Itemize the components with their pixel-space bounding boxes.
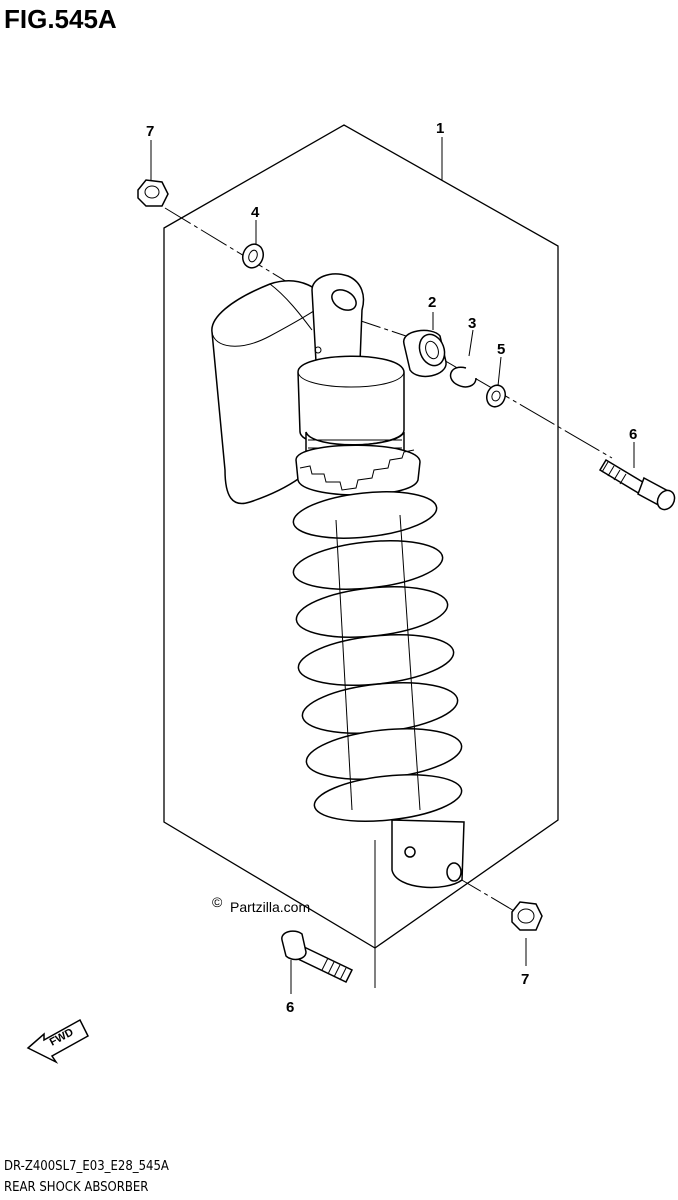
callout-1: 1	[436, 120, 444, 137]
callout-4: 4	[251, 204, 260, 221]
part-6-bolt-lower	[281, 930, 354, 983]
part-7-nut-lower	[511, 901, 543, 931]
shock-top-mount	[311, 273, 365, 363]
forward-arrow: FWD	[26, 1018, 89, 1064]
shock-bottom-mount	[391, 819, 465, 889]
callout-2: 2	[428, 294, 436, 311]
callout-3: 3	[468, 315, 476, 332]
shock-reservoir	[211, 280, 327, 505]
leader-lines	[150, 137, 635, 994]
part-4-washer	[241, 243, 265, 269]
callout-6-upper: 6	[629, 426, 637, 443]
coil-spring	[292, 491, 463, 822]
arrow-left-icon	[26, 1018, 89, 1064]
figure-name: REAR SHOCK ABSORBER	[4, 1180, 148, 1195]
figure-code: DR-Z400SL7_E03_E28_545A	[4, 1159, 169, 1174]
watermark: © Partzilla.com	[212, 894, 310, 915]
part-7-nut-upper	[137, 179, 169, 207]
callout-5: 5	[497, 341, 505, 358]
part-2-collar	[403, 329, 447, 378]
shock-body	[297, 355, 405, 446]
assembly-outline	[163, 124, 559, 949]
part-5-washer	[485, 384, 507, 408]
part-6-bolt-upper	[598, 458, 676, 511]
callout-7-lower: 7	[521, 971, 529, 988]
spring-preload-collar	[295, 431, 421, 496]
copyright-icon: ©	[212, 894, 223, 910]
figure-title: FIG.545A	[4, 4, 117, 34]
part-3-circlip	[449, 366, 477, 388]
callout-7-upper: 7	[146, 123, 154, 140]
callout-6-lower: 6	[286, 999, 294, 1016]
watermark-text: Partzilla.com	[230, 899, 310, 915]
